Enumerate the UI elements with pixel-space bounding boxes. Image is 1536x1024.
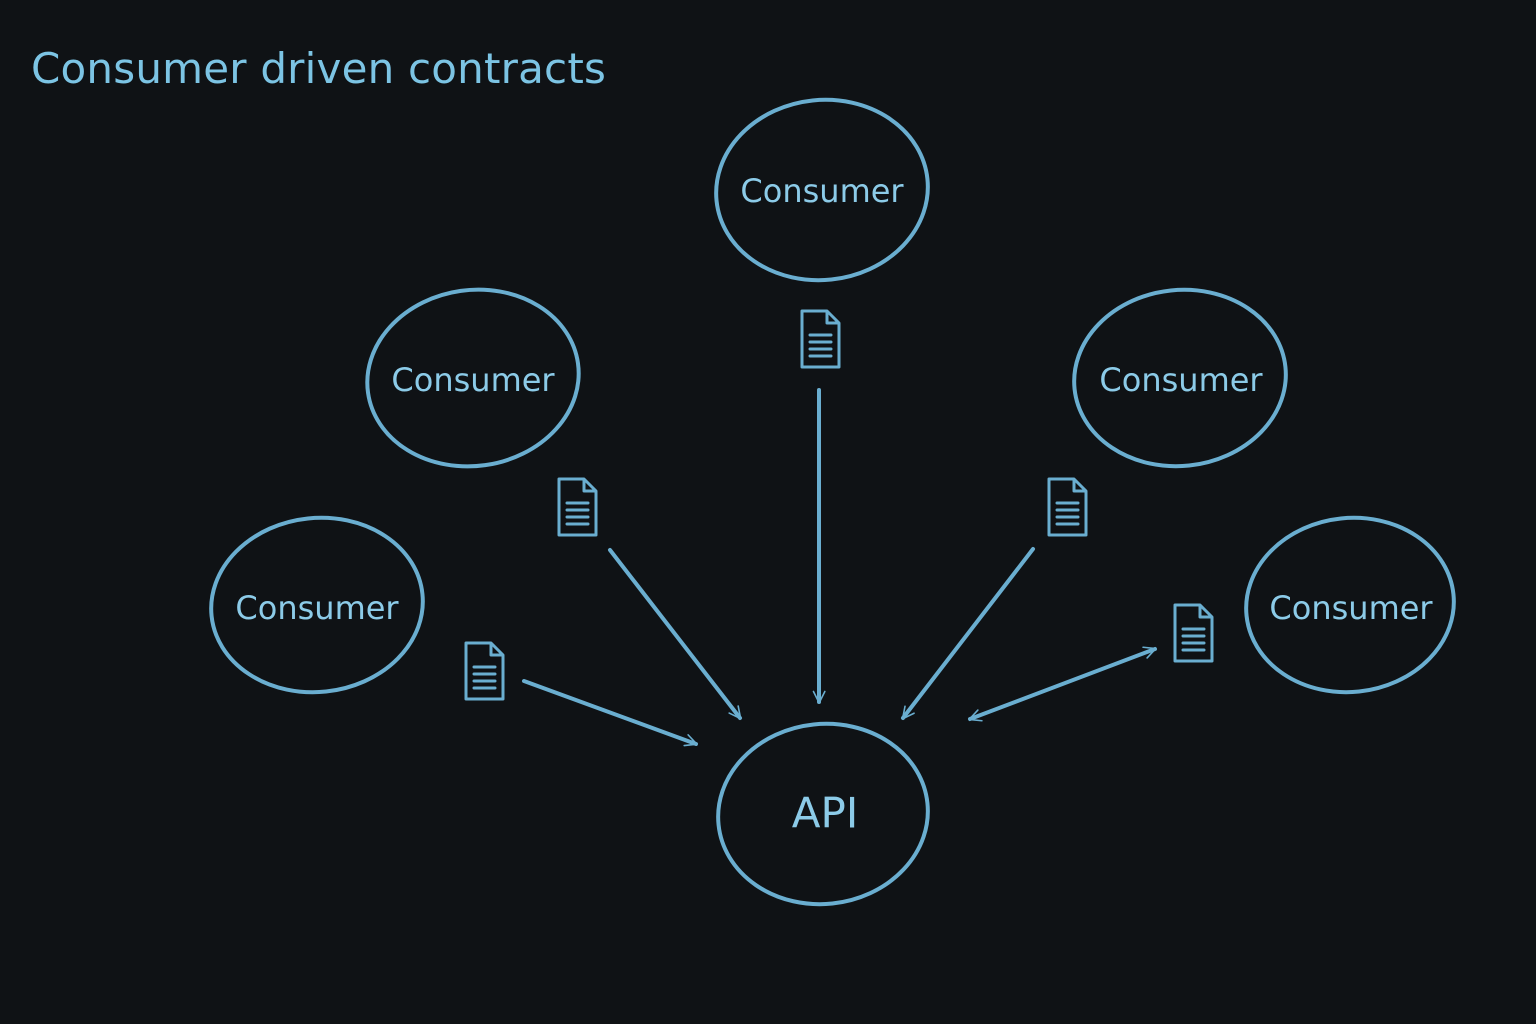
document-icon: [800, 309, 841, 369]
consumer-node-top-label: Consumer: [740, 172, 904, 210]
consumer-node-lower-right-label: Consumer: [1269, 589, 1433, 627]
consumer-node-lower-right: Consumer: [1244, 515, 1456, 695]
consumer-node-lower-right-ellipse: [1244, 515, 1456, 695]
edge-arrow-upper-left: [608, 548, 742, 720]
consumer-node-lower-left-label: Consumer: [235, 589, 399, 627]
consumer-node-upper-left: Consumer: [365, 287, 581, 469]
document-icon: [1173, 603, 1214, 663]
document-icon: [1047, 477, 1088, 537]
consumer-node-lower-left-ellipse: [209, 515, 425, 695]
document-icon: [557, 477, 598, 537]
document-icon: [464, 641, 505, 701]
consumer-node-top: Consumer: [714, 97, 930, 283]
edge-arrow-lower-right: [968, 646, 1157, 722]
diagram-title: Consumer driven contracts: [31, 44, 607, 93]
consumer-node-upper-right-ellipse: [1072, 287, 1288, 469]
consumer-node-lower-left: Consumer: [209, 515, 425, 695]
api-node-ellipse: [716, 721, 930, 907]
consumer-node-upper-left-label: Consumer: [391, 361, 555, 399]
consumer-node-upper-left-ellipse: [365, 287, 581, 469]
api-node: API: [716, 721, 930, 907]
api-node-label: API: [792, 789, 858, 838]
consumer-node-upper-right: Consumer: [1072, 287, 1288, 469]
consumer-node-upper-right-label: Consumer: [1099, 361, 1263, 399]
edge-arrow-upper-right: [901, 547, 1035, 720]
edge-arrow-lower-left: [522, 679, 698, 747]
consumer-node-top-ellipse: [714, 97, 930, 283]
